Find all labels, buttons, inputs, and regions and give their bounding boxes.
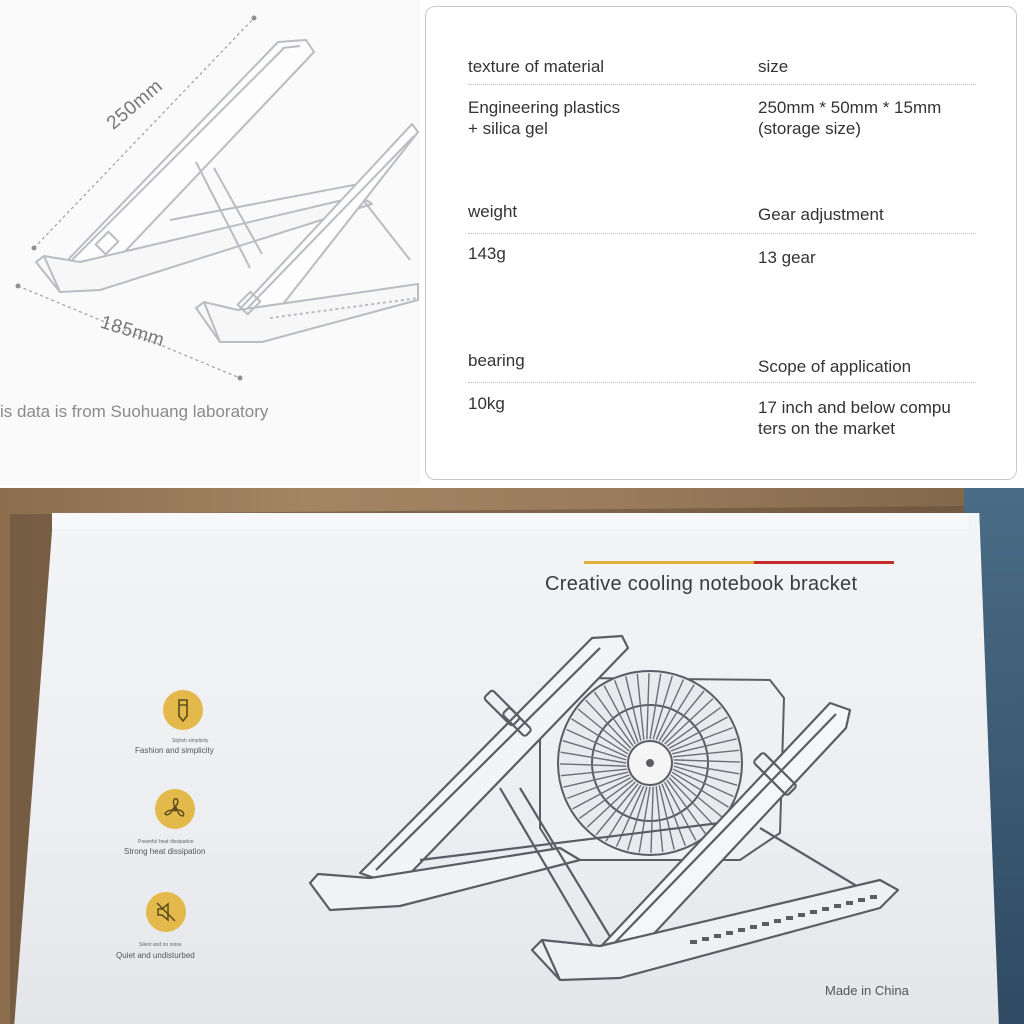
feature-label: Strong heat dissipation [124, 847, 206, 856]
vent-slot [822, 907, 829, 911]
fan-blade [577, 708, 630, 752]
fan-blade [562, 739, 627, 761]
vent-slot [846, 901, 853, 905]
fan-blade [655, 679, 685, 741]
gear-label: Gear adjustment [758, 205, 884, 224]
fan-blade [646, 672, 650, 740]
fan-blade [661, 783, 687, 847]
fan-blade [566, 728, 628, 758]
vent-slot [702, 937, 709, 941]
size-label: size [758, 57, 789, 76]
mute-icon [146, 892, 186, 932]
fan-blade [605, 784, 642, 842]
fan-blade [658, 684, 695, 742]
fan-blade [668, 777, 715, 827]
fan-blade [670, 774, 723, 818]
vent-slot [762, 922, 769, 926]
bearing-label: bearing [468, 351, 525, 370]
feature-subtitle: Silent and no noise [139, 942, 182, 948]
fan-blade [673, 759, 741, 763]
fan-blade [586, 781, 636, 828]
accent-line-gold [584, 561, 754, 564]
base-vent-slots [690, 895, 877, 944]
spec-divider [468, 84, 976, 85]
fan-blade [666, 706, 722, 747]
fan-blade [664, 698, 714, 745]
fan-blade [560, 751, 627, 764]
feature-label: Fashion and simplicity [135, 746, 214, 755]
fan-blade [571, 718, 629, 755]
fan-blade [595, 783, 639, 836]
bearing-value: 10kg [468, 394, 505, 413]
source-note: is data is from Suohuang laboratory [0, 402, 269, 421]
vent-slot [858, 898, 865, 902]
vent-slot [750, 925, 757, 929]
fan-blade [603, 685, 637, 745]
fan-blade [638, 786, 651, 853]
feature-label: Quiet and undisturbed [116, 951, 195, 960]
fan-blade [563, 771, 628, 788]
specification-card: texture of material size Engineering pla… [425, 6, 1017, 480]
scope-label: Scope of application [758, 357, 912, 376]
vent-slot [798, 913, 805, 917]
fan-blade [585, 699, 632, 749]
fan-blade [626, 786, 648, 851]
stand-line-drawing [15, 15, 419, 381]
vent-slot [738, 928, 745, 932]
size-value: 250mm * 50mm * 15mm (storage size) [758, 98, 942, 138]
fan-blade [578, 779, 634, 820]
fan-blade [625, 676, 642, 741]
fan-blade [672, 738, 737, 755]
fan-blade [613, 679, 639, 743]
weight-value: 143g [468, 244, 506, 263]
texture-value: Engineering plastics + silica gel [468, 98, 621, 138]
fan-blade [652, 675, 674, 740]
spec-divider [468, 382, 976, 383]
texture-label: texture of material [468, 57, 605, 76]
scope-value: 17 inch and below compu ters on the mark… [758, 398, 951, 438]
box-stand-illustration [308, 634, 900, 982]
feature-subtitle: Powerful heat dissipation [138, 839, 194, 845]
vent-slot [786, 916, 793, 920]
fan-blade [673, 762, 740, 775]
fan-blades [559, 672, 741, 854]
fan-blade [559, 763, 627, 767]
fan-blade [668, 716, 728, 750]
fan-blade [593, 691, 634, 747]
fan-blade [658, 785, 675, 850]
fan-blade [655, 786, 664, 853]
vent-slot [810, 910, 817, 914]
weight-label: weight [468, 202, 518, 221]
fan-blade [560, 768, 627, 777]
fan-blade [572, 776, 632, 810]
fan-blade [670, 726, 734, 752]
fan-blade [673, 749, 740, 758]
fan-blade [636, 673, 645, 740]
accent-line-red [754, 561, 894, 564]
fan-blade [672, 768, 734, 798]
fan-blade [671, 771, 729, 808]
made-in-label: Made in China [825, 983, 909, 998]
pencil-icon [163, 690, 203, 730]
vent-slot [870, 895, 877, 899]
vent-slot [774, 919, 781, 923]
vent-slot [834, 904, 841, 908]
fan-blade [673, 765, 738, 787]
vent-slot [726, 931, 733, 935]
vent-slot [690, 940, 697, 944]
fan-blade [663, 781, 697, 841]
vent-slot [714, 934, 721, 938]
fan-icon [155, 789, 195, 829]
fan-blade [566, 774, 630, 800]
spec-divider [468, 233, 976, 234]
stand-dimension-diagram: 250mm 185mm is data is from Suohuang lab… [0, 0, 420, 485]
box-title: Creative cooling notebook bracket [545, 573, 858, 595]
fan-blade [661, 690, 705, 743]
feature-subtitle: Stylish simplicity [172, 738, 209, 744]
gear-value: 13 gear [758, 248, 816, 267]
fan-blade [649, 673, 662, 740]
fan-blade [650, 786, 654, 854]
fan-blade [615, 785, 645, 847]
